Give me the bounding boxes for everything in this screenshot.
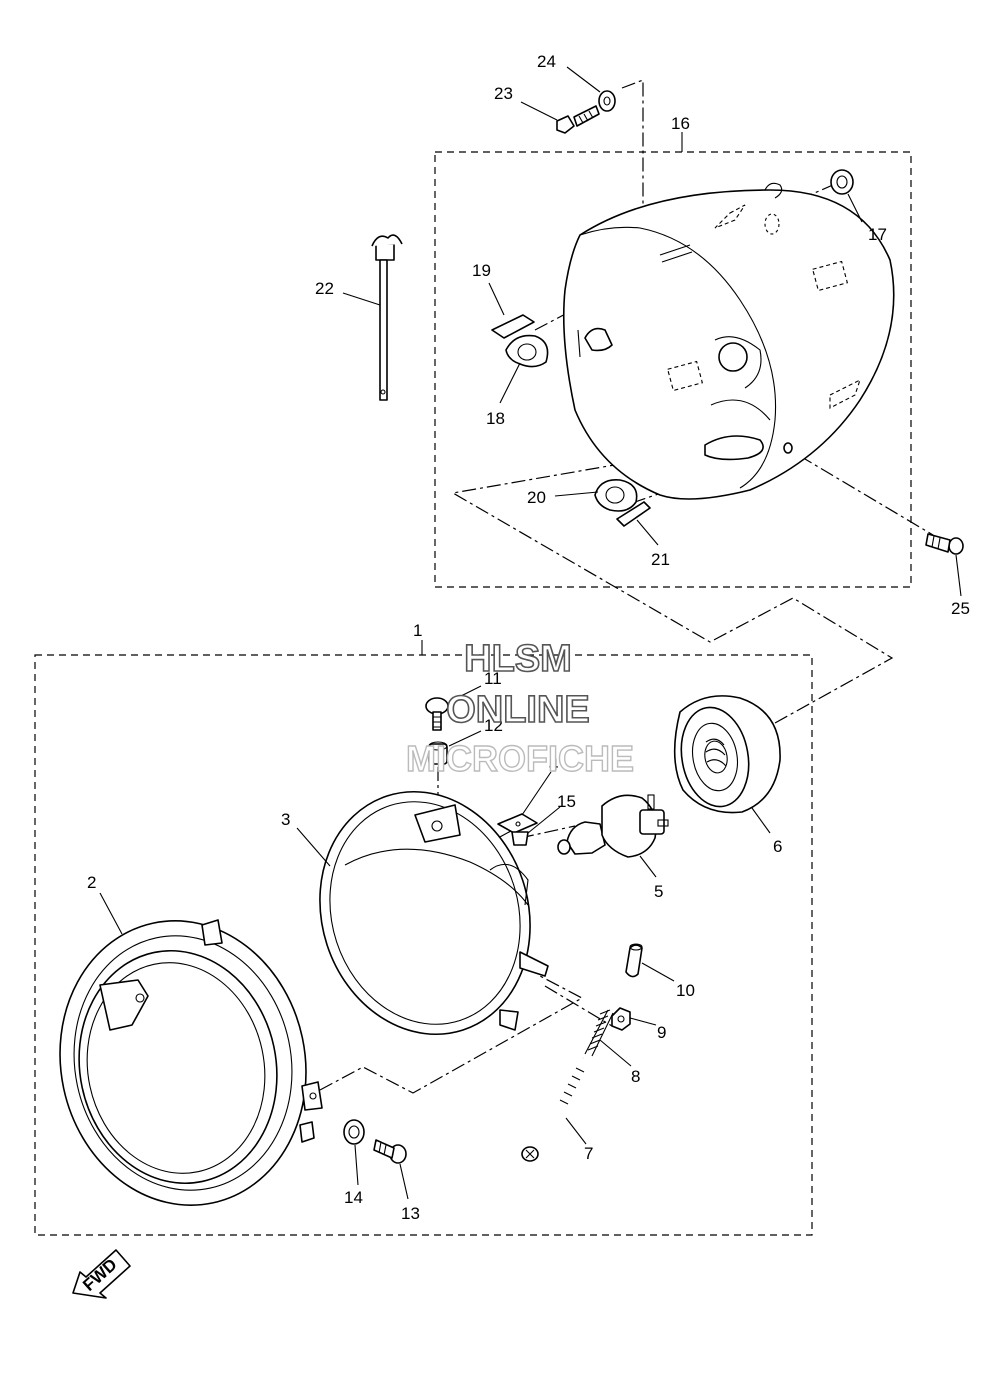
callout-11: 11 (484, 669, 502, 688)
socket-6 (673, 695, 781, 814)
bolt-23 (556, 105, 600, 134)
rim-2 (59, 919, 323, 1206)
watermark-line1: HLSM (464, 638, 572, 680)
callout-labels: 1 2 3 4 5 6 7 8 9 10 11 12 13 14 15 16 1… (87, 52, 970, 1223)
callout-18: 18 (486, 409, 505, 428)
watermark: HLSM ONLINE MICROFICHE (405, 637, 634, 780)
callout-13: 13 (401, 1204, 420, 1223)
screw-25 (925, 533, 964, 555)
chain-line-body-to-socket (451, 437, 894, 724)
assembly-box-1 (34, 654, 813, 1236)
callout-23: 23 (494, 84, 513, 103)
callout-2: 2 (87, 873, 96, 892)
callout-20: 20 (527, 488, 546, 507)
holder-inside-body (577, 327, 613, 358)
pad-21 (616, 501, 651, 527)
callout-1: 1 (413, 621, 422, 640)
screw-13 (373, 1139, 407, 1164)
callout-8: 8 (631, 1067, 640, 1086)
chain-line-3-15 (519, 825, 576, 839)
callout-7: 7 (584, 1144, 593, 1163)
bulb-5 (557, 794, 669, 858)
washer-24 (598, 90, 616, 112)
callout-5: 5 (654, 882, 663, 901)
plate-4 (497, 813, 538, 834)
callout-14: 14 (344, 1188, 363, 1207)
holder-20 (594, 478, 638, 512)
chain-line-ring-to-lens (319, 975, 584, 1094)
nut-15 (511, 831, 529, 846)
callout-10: 10 (676, 981, 695, 1000)
callout-6: 6 (773, 837, 782, 856)
headlight-body-16 (562, 182, 895, 500)
callout-4: 4 (549, 755, 558, 774)
nut-9 (611, 1007, 631, 1031)
nut-14 (343, 1119, 365, 1145)
lens-unit-3 (319, 790, 549, 1036)
nut-12 (428, 741, 448, 765)
callout-24: 24 (537, 52, 556, 71)
chain-line-adjuster (544, 985, 613, 1027)
grommet-17 (830, 169, 854, 195)
holder-18 (505, 334, 549, 368)
callout-3: 3 (281, 810, 290, 829)
callout-12: 12 (484, 716, 503, 735)
callout-9: 9 (657, 1023, 666, 1042)
callout-16: 16 (671, 114, 690, 133)
spring-8 (584, 1009, 614, 1057)
leader-lines (99, 66, 962, 1200)
callout-25: 25 (951, 599, 970, 618)
callout-19: 19 (472, 261, 491, 280)
collar-10 (625, 943, 643, 978)
callout-21: 21 (651, 550, 670, 569)
callout-22: 22 (315, 279, 334, 298)
cable-tie-22 (371, 234, 403, 401)
pad-19 (491, 314, 535, 339)
watermark-line3: MICROFICHE (406, 738, 634, 779)
callout-15: 15 (557, 792, 576, 811)
screw-11 (425, 697, 449, 731)
fwd-arrow: FWD (72, 1249, 131, 1299)
watermark-line2: ONLINE (446, 689, 590, 731)
screw-7 (521, 1057, 585, 1162)
callout-17: 17 (868, 225, 887, 244)
